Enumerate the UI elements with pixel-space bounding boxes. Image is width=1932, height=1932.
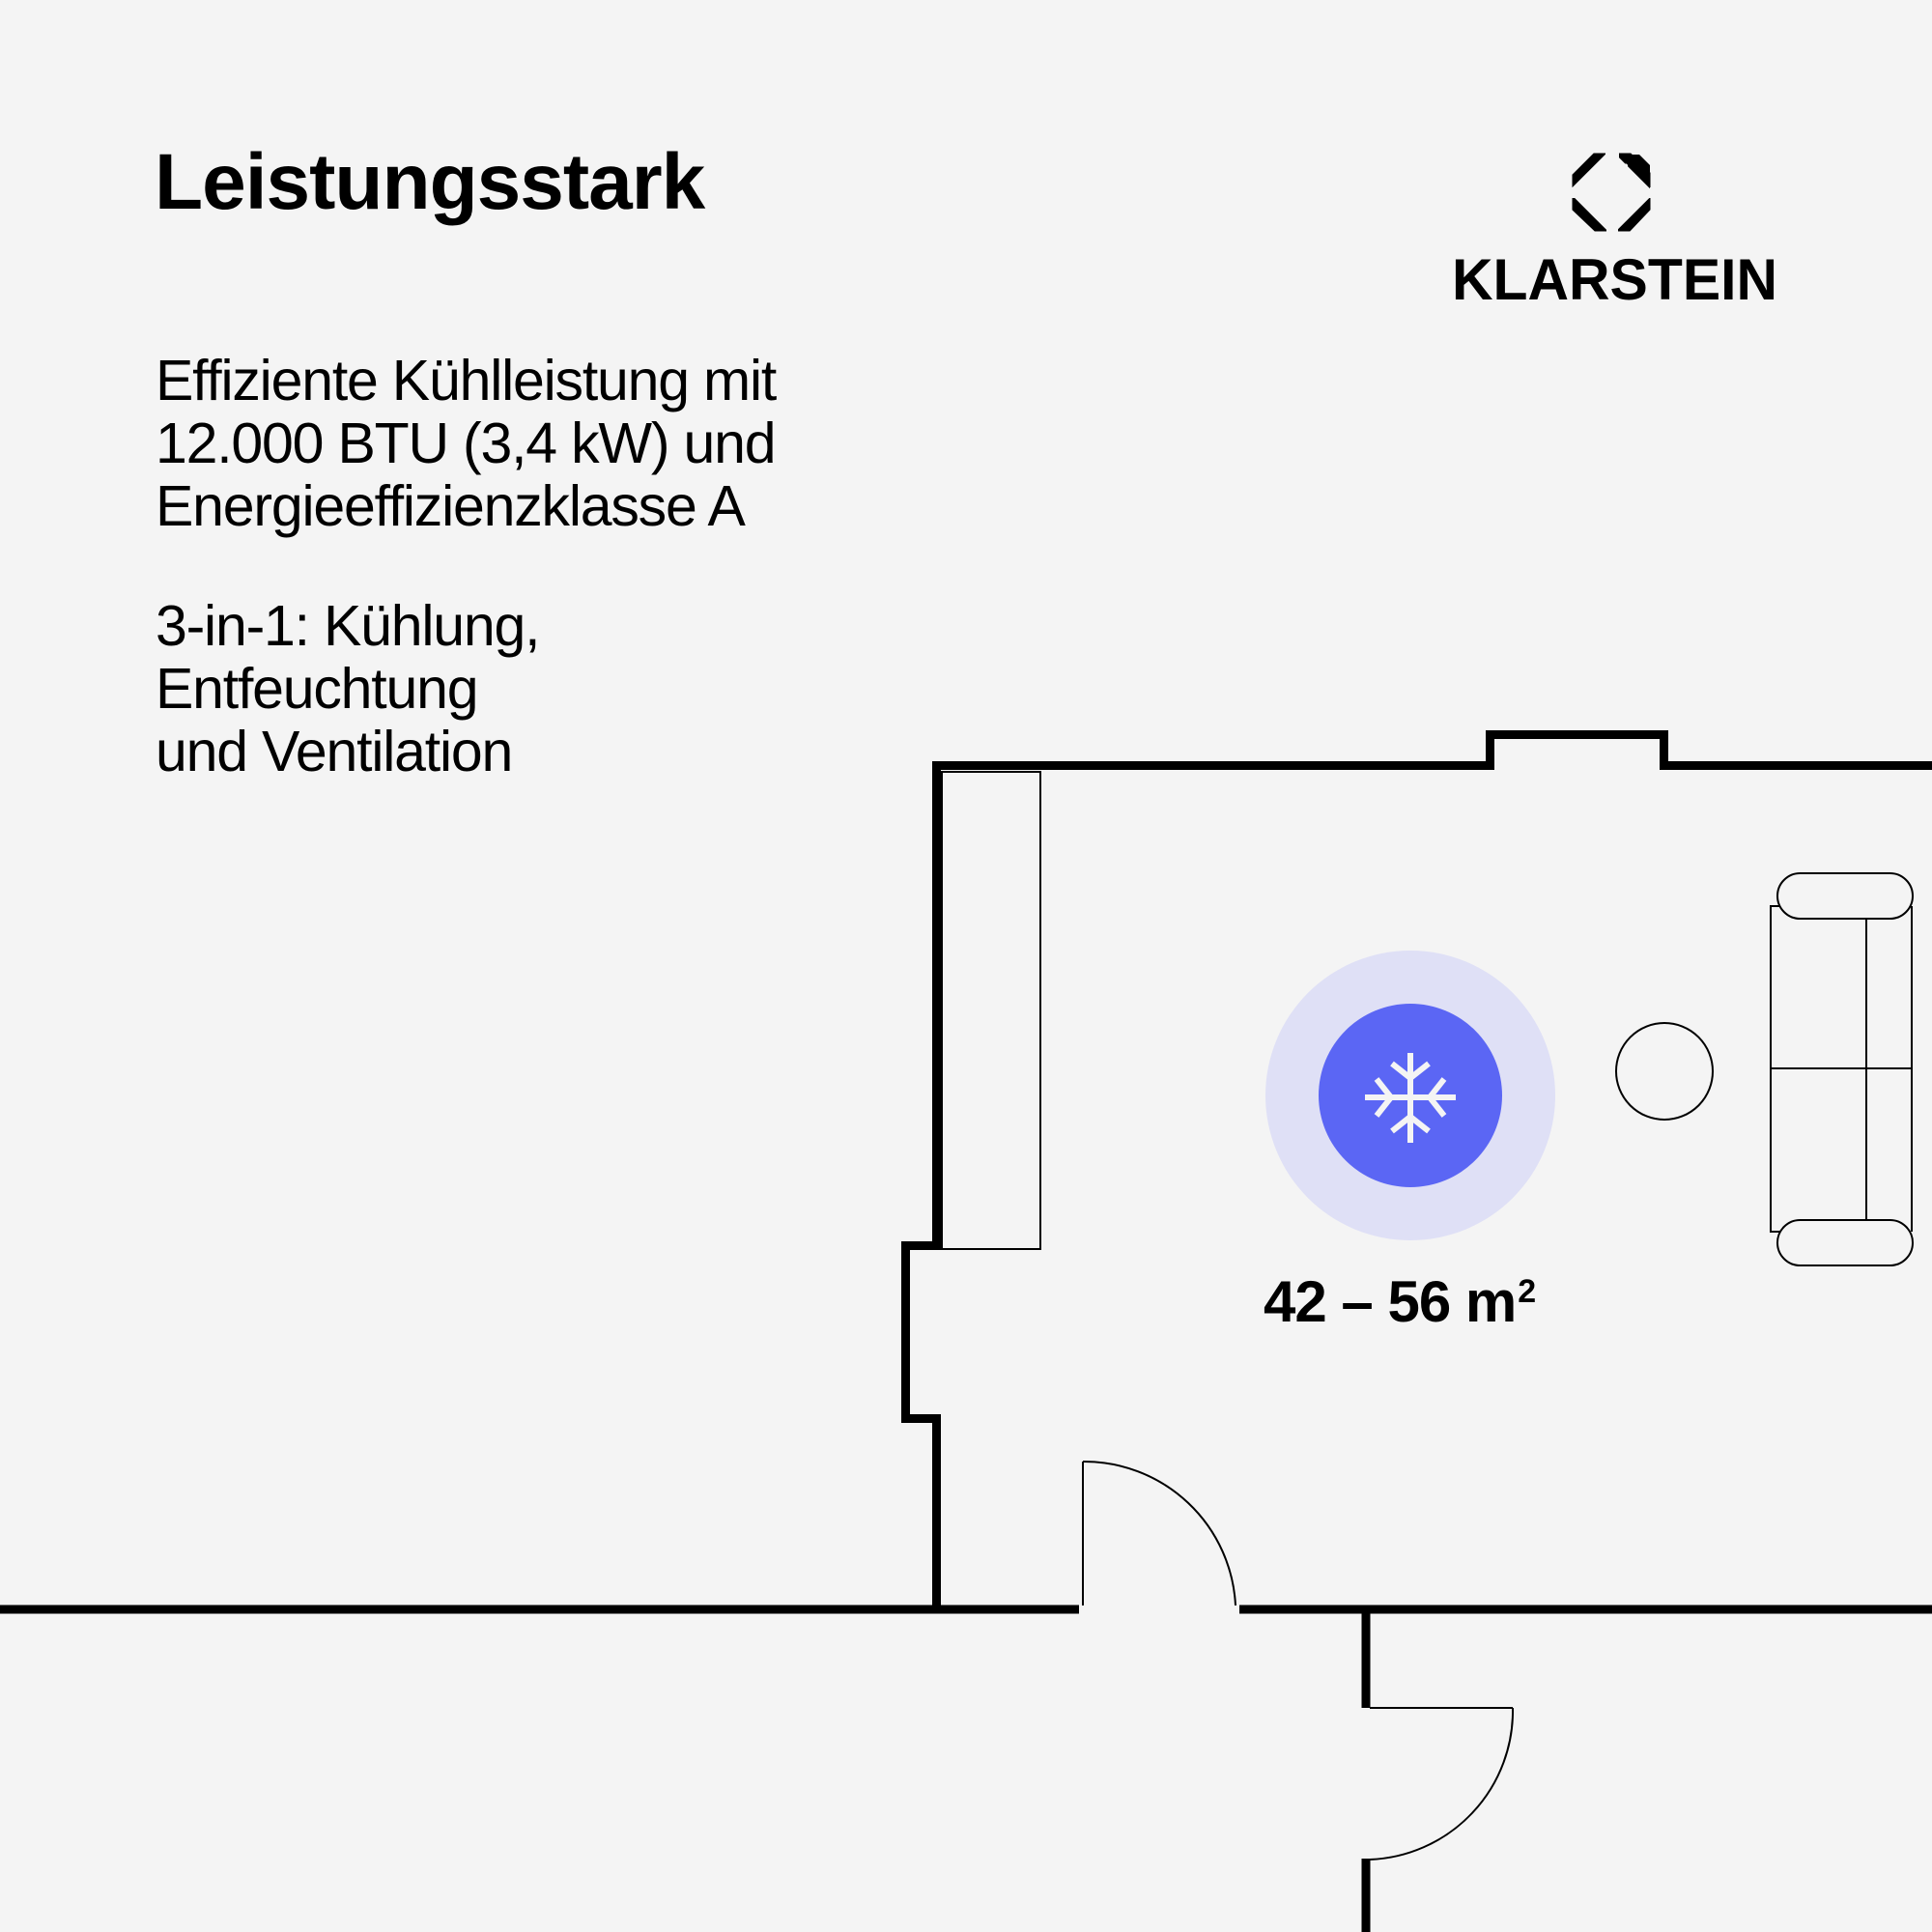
feature-line: und Ventilation — [156, 720, 513, 783]
walls — [0, 730, 1932, 1932]
area-range-value: 42 – 56 m — [1264, 1269, 1517, 1334]
headline: Leistungsstark — [155, 138, 705, 226]
area-range-label: 42 – 56 m2 — [1264, 1273, 1563, 1331]
sofa-armrest-top — [1776, 872, 1914, 920]
sofa — [1770, 872, 1914, 1266]
door-swing-2 — [1369, 1707, 1515, 1861]
room-top-wall — [932, 730, 1932, 770]
sofa-armrest-bottom — [1776, 1219, 1914, 1266]
feature-cooling-power: Effiziente Kühlleistung mit 12.000 BTU (… — [156, 349, 777, 538]
door-swing-1 — [1082, 1460, 1236, 1606]
feature-line: Effiziente Kühlleistung mit — [156, 349, 777, 412]
cabinet — [941, 771, 1041, 1250]
brand-name: KLARSTEIN — [1452, 247, 1777, 309]
feature-line: Entfeuchtung — [156, 657, 479, 721]
area-unit-superscript: 2 — [1518, 1273, 1536, 1310]
feature-line: 3-in-1: Kühlung, — [156, 594, 541, 658]
round-table — [1615, 1022, 1714, 1121]
room-left-wall — [901, 761, 941, 1614]
klarstein-octagon-icon — [1572, 153, 1651, 232]
feature-line: 12.000 BTU (3,4 kW) und — [156, 412, 777, 475]
feature-3-in-1: 3-in-1: Kühlung, Entfeuchtung und Ventil… — [156, 594, 541, 783]
logo-diamond-cutout — [1568, 150, 1655, 236]
snowflake-icon — [1365, 1053, 1456, 1143]
feature-line: Energieeffizienzklasse A — [156, 474, 746, 538]
brand-logo: KLARSTEIN — [1452, 150, 1777, 309]
